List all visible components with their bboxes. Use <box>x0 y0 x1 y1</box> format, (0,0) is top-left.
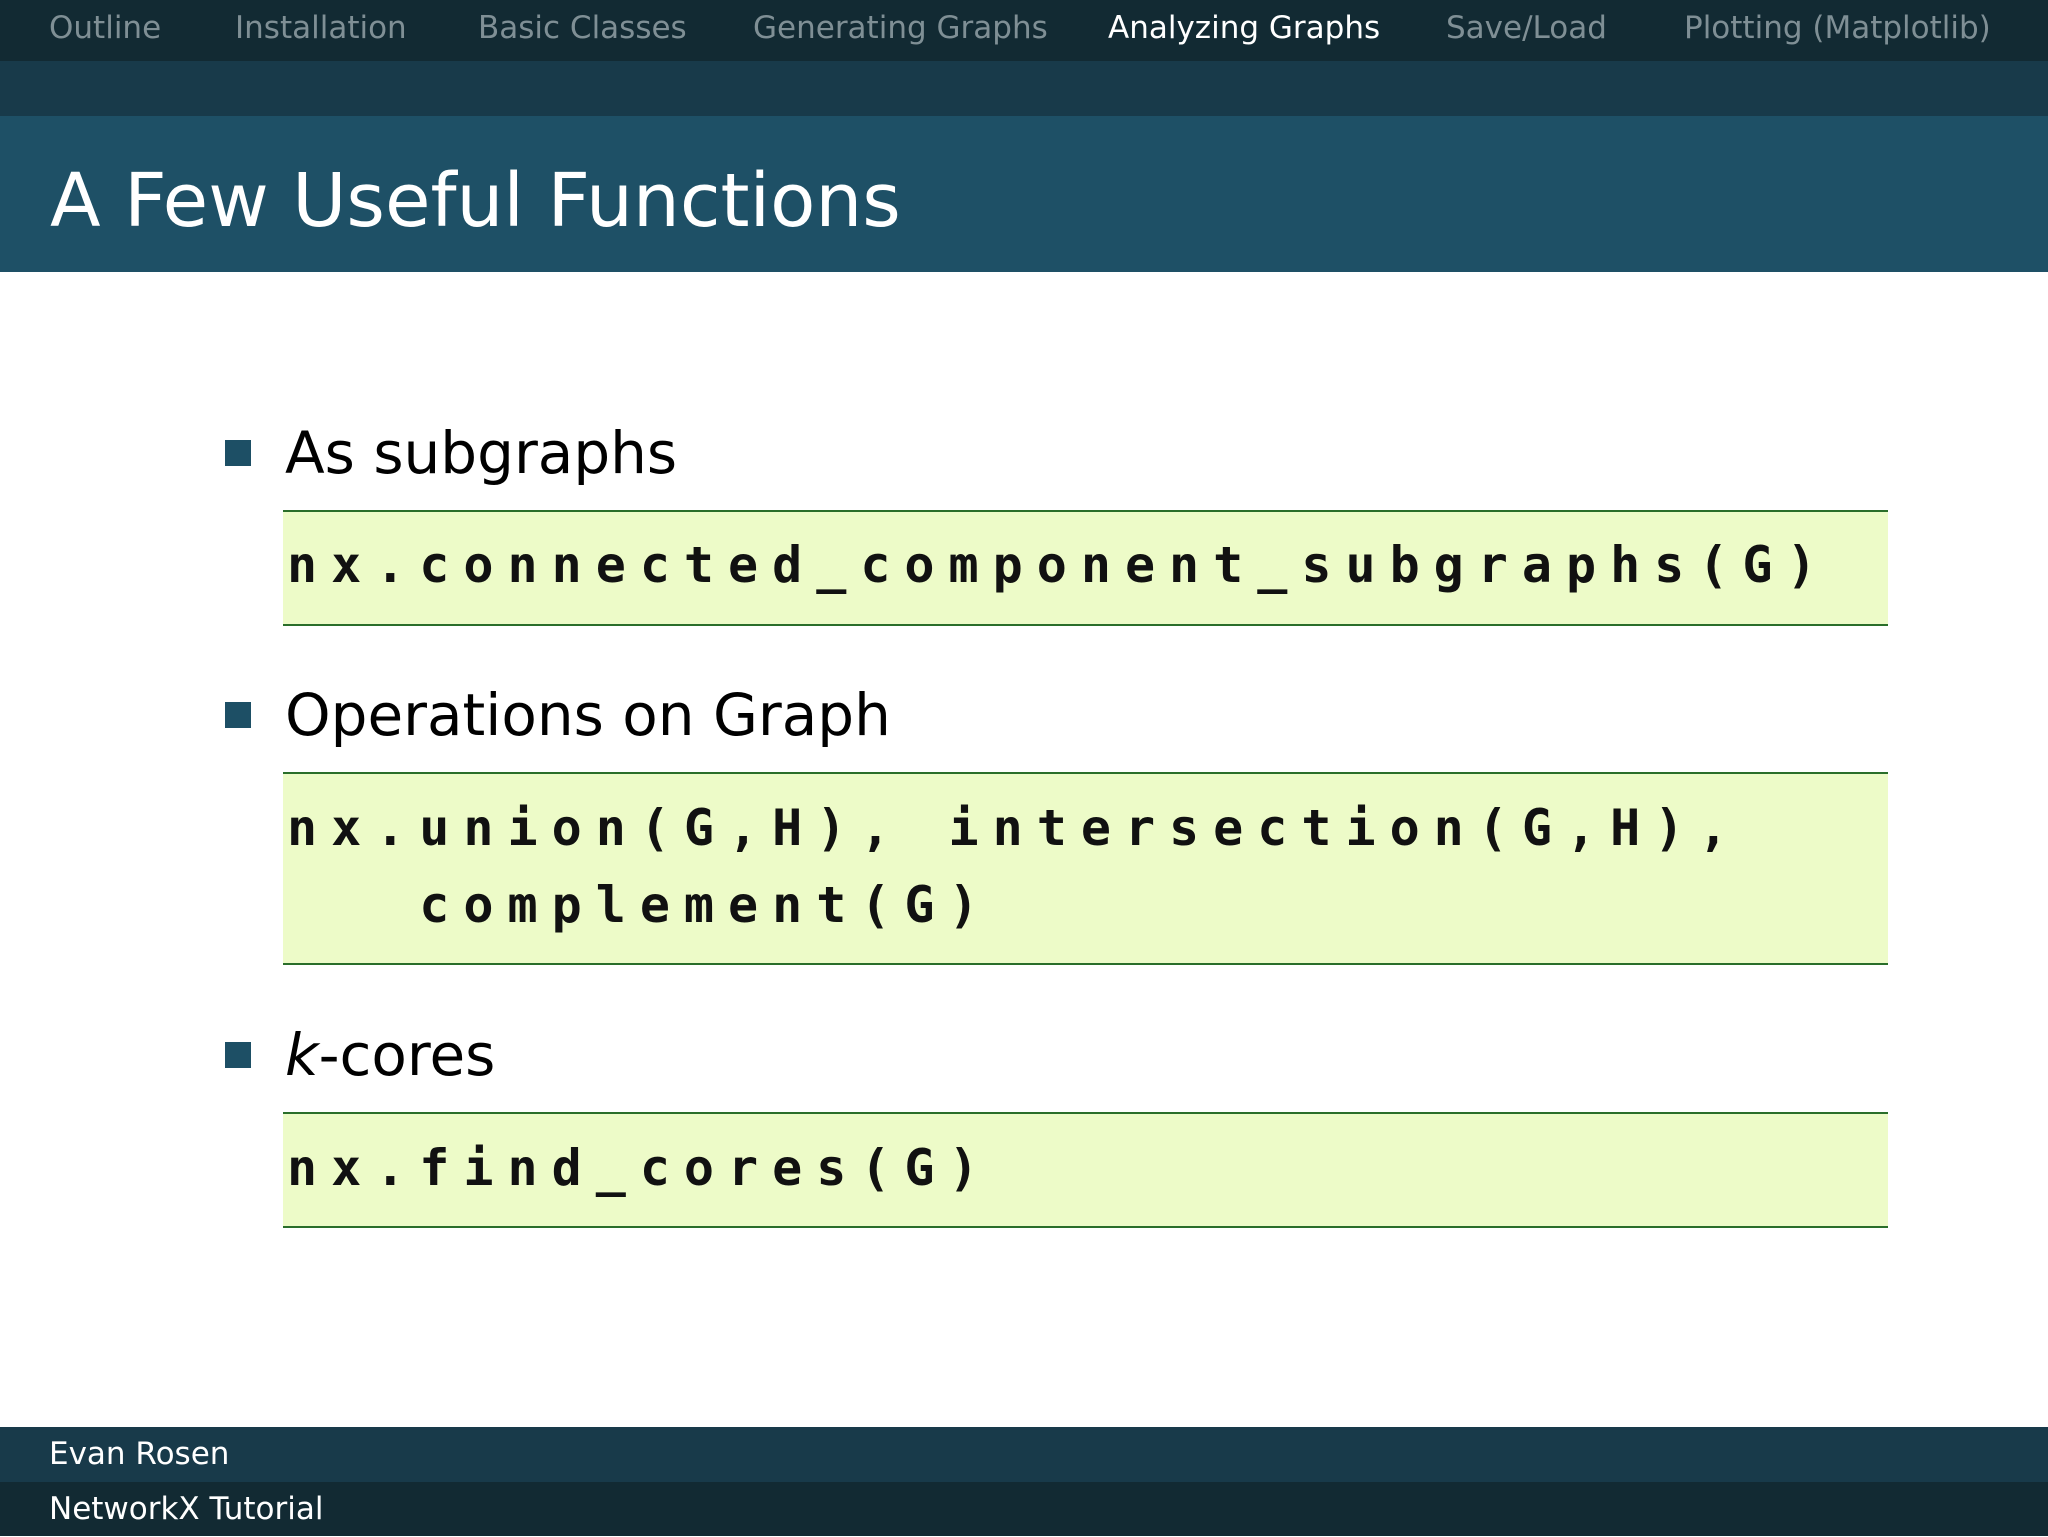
nav-item-plotting[interactable]: Plotting (Matplotlib) <box>1684 10 1991 46</box>
subsection-bar <box>0 61 2048 116</box>
footer-author: Evan Rosen <box>49 1436 230 1472</box>
code-line: nx.union(G,H), intersection(G,H), <box>287 799 1743 857</box>
footer-title-bar: NetworkX Tutorial <box>0 1482 2048 1536</box>
slide-title: A Few Useful Functions <box>50 158 901 244</box>
bullet-label: k-cores <box>285 1020 495 1090</box>
footer-author-bar: Evan Rosen <box>0 1427 2048 1482</box>
title-bar: A Few Useful Functions <box>0 116 2048 272</box>
code-block: nx.union(G,H), intersection(G,H), comple… <box>283 772 1888 965</box>
nav-item-outline[interactable]: Outline <box>49 10 162 46</box>
bullet-label-italic: k <box>285 1021 319 1089</box>
nav-item-basic-classes[interactable]: Basic Classes <box>478 10 687 46</box>
bullet-label: As subgraphs <box>285 419 678 487</box>
bullet-label-rest: -cores <box>318 1021 496 1089</box>
section-nav: Outline Installation Basic Classes Gener… <box>0 0 2048 61</box>
bullet-label: Operations on Graph <box>285 681 891 749</box>
code-block: nx.find_cores(G) <box>283 1112 1888 1228</box>
nav-item-generating-graphs[interactable]: Generating Graphs <box>753 10 1048 46</box>
footer-talk-title: NetworkX Tutorial <box>49 1491 324 1527</box>
nav-item-analyzing-graphs[interactable]: Analyzing Graphs <box>1108 10 1381 46</box>
code-line: nx.find_cores(G) <box>287 1139 993 1197</box>
bullet-marker-icon <box>225 1042 251 1068</box>
code-block: nx.connected_component_subgraphs(G) <box>283 510 1888 626</box>
bullet-marker-icon <box>225 440 251 466</box>
nav-item-installation[interactable]: Installation <box>235 10 407 46</box>
nav-item-save-load[interactable]: Save/Load <box>1446 10 1607 46</box>
bullet-marker-icon <box>225 702 251 728</box>
code-line: complement(G) <box>287 876 993 934</box>
code-line: nx.connected_component_subgraphs(G) <box>287 536 1831 594</box>
